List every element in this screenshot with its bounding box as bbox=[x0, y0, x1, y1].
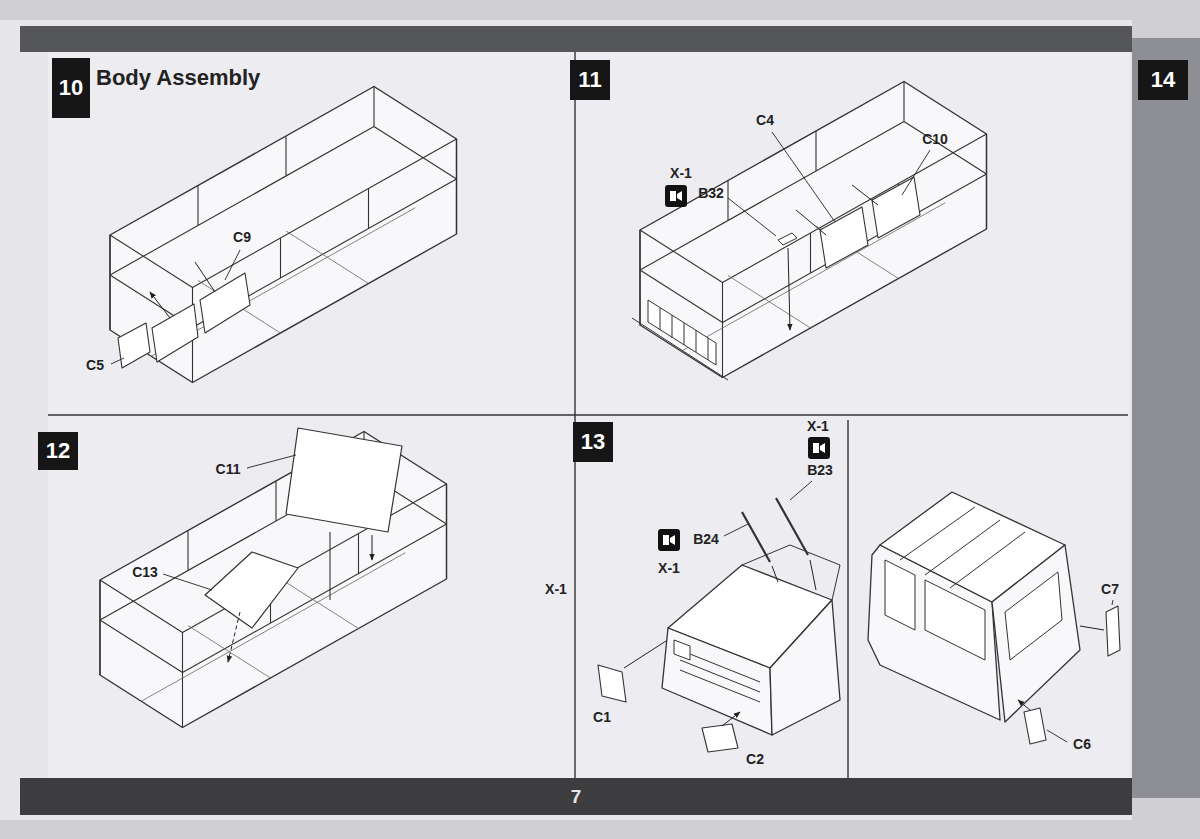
detail-lines bbox=[680, 545, 840, 702]
section-title: Body Assembly bbox=[96, 66, 260, 90]
icon-symbol bbox=[663, 535, 675, 545]
fit-arrow bbox=[150, 262, 215, 318]
step-number-box: 12 bbox=[38, 432, 78, 470]
part-panel bbox=[152, 273, 250, 362]
icon-symbol bbox=[813, 443, 825, 453]
car-front-step13 bbox=[598, 498, 840, 752]
icon-box bbox=[808, 437, 830, 459]
floor-lines bbox=[141, 553, 405, 702]
step-number: 11 bbox=[578, 67, 601, 93]
page-footer-band: 7 bbox=[20, 778, 1132, 815]
body-lines bbox=[110, 87, 457, 383]
part-panel bbox=[286, 428, 402, 532]
part-label: C1 bbox=[593, 710, 611, 725]
step-number: 13 bbox=[581, 429, 605, 455]
part-icon bbox=[658, 529, 680, 551]
body-outline bbox=[110, 87, 457, 383]
leader-line bbox=[728, 132, 930, 236]
step-number: 7 bbox=[571, 786, 582, 808]
part-label: C4 bbox=[756, 113, 774, 128]
fender bbox=[770, 600, 840, 735]
windows bbox=[885, 560, 1062, 660]
fit-arrow bbox=[788, 185, 878, 330]
part-label: C5 bbox=[86, 358, 104, 373]
icon-symbol bbox=[670, 191, 682, 201]
part-label: C9 bbox=[233, 230, 251, 245]
grille bbox=[632, 300, 728, 380]
page bbox=[0, 20, 1132, 820]
front-face bbox=[662, 628, 772, 735]
page-area bbox=[48, 52, 1130, 778]
step-number: 12 bbox=[46, 438, 70, 464]
roof-rails bbox=[900, 507, 1025, 588]
part-label: C2 bbox=[746, 752, 764, 767]
headlamp bbox=[674, 640, 690, 660]
leader-line bbox=[111, 250, 240, 364]
icon-box bbox=[658, 529, 680, 551]
leader-line bbox=[163, 455, 296, 590]
part-label: C6 bbox=[1073, 737, 1091, 752]
part-icon bbox=[808, 437, 830, 459]
part-panel bbox=[118, 323, 150, 368]
part-label: C11 bbox=[216, 462, 241, 477]
wiper-blade bbox=[742, 498, 808, 562]
panel-divider bbox=[48, 52, 1128, 778]
car-rear-step13 bbox=[868, 492, 1120, 744]
fit-arrow bbox=[228, 612, 240, 662]
step-number-box: 10 bbox=[52, 58, 90, 118]
fit-arrow bbox=[624, 560, 816, 726]
part-label: C10 bbox=[922, 132, 948, 147]
part-label: X-1 bbox=[807, 419, 829, 434]
icon-box bbox=[665, 185, 687, 207]
part-label: C13 bbox=[132, 565, 158, 580]
part-piece bbox=[598, 665, 738, 752]
leader-line bbox=[1047, 600, 1113, 742]
step-number: 14 bbox=[1151, 67, 1175, 93]
step-number: 10 bbox=[59, 75, 83, 101]
car-body-step10 bbox=[110, 87, 457, 383]
part-panel bbox=[205, 552, 298, 628]
part-icon bbox=[665, 185, 687, 207]
step-number-box: 11 bbox=[570, 60, 610, 100]
part-label: X-1 bbox=[658, 561, 680, 576]
part-label: B32 bbox=[698, 186, 724, 201]
top-band bbox=[20, 26, 1132, 52]
part-label: X-1 bbox=[670, 166, 692, 181]
part-label: X-1 bbox=[545, 582, 567, 597]
car-body-step12 bbox=[100, 428, 447, 728]
step-number-box: 14 bbox=[1138, 60, 1188, 100]
part-label: C7 bbox=[1101, 582, 1119, 597]
leader-line bbox=[724, 481, 812, 536]
part-label: B23 bbox=[807, 463, 833, 478]
next-page-tab bbox=[1132, 38, 1200, 798]
fit-arrow bbox=[1018, 626, 1104, 710]
part-piece bbox=[778, 233, 797, 245]
step-number-box: 13 bbox=[573, 422, 613, 462]
fit-arrow bbox=[330, 532, 372, 600]
part-label: B24 bbox=[693, 532, 719, 547]
car-body-step11 bbox=[632, 82, 987, 381]
part-piece bbox=[1024, 606, 1120, 744]
